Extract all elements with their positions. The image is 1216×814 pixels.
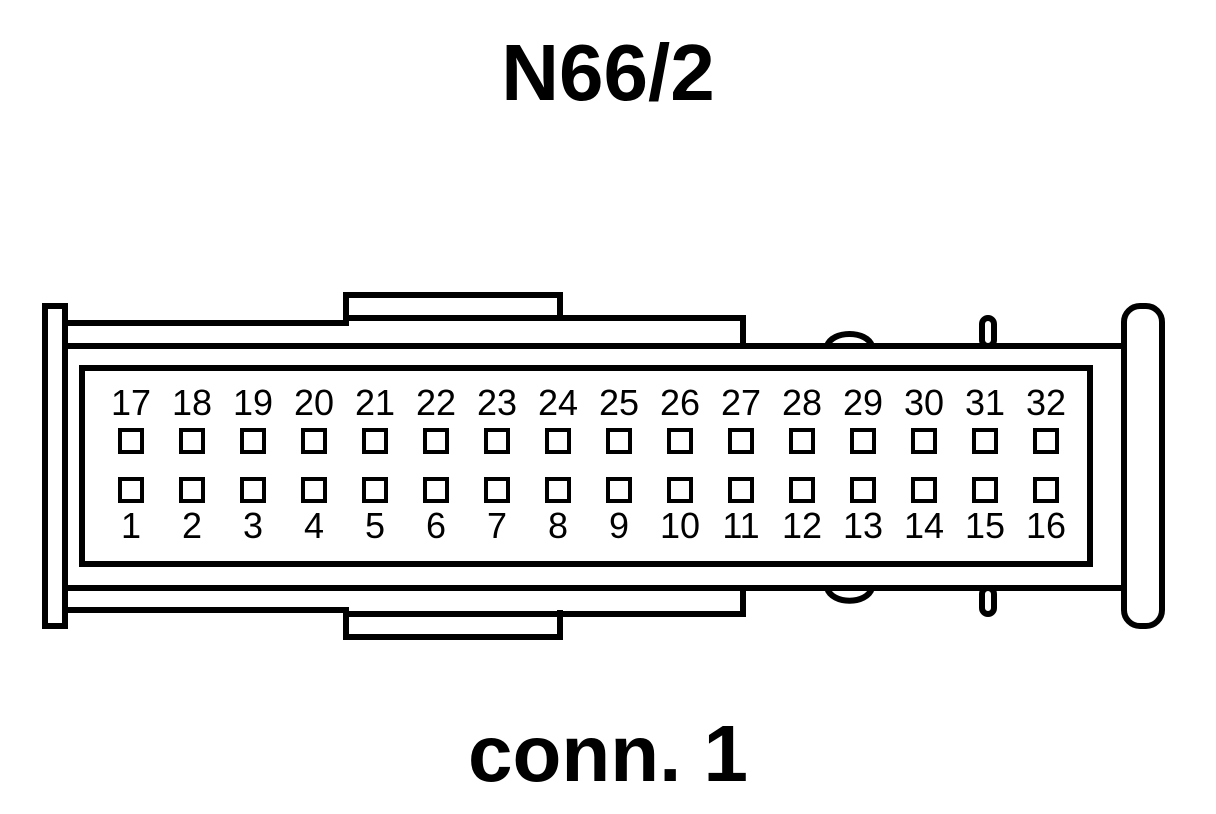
pin-socket-19 [240,428,266,454]
pin-socket-6 [423,477,449,503]
pin-label-15: 15 [965,505,1005,546]
pin-label-12: 12 [782,505,822,546]
upper-locating-rib [979,315,997,349]
pin-socket-11 [728,477,754,503]
pin-label-20: 20 [294,382,334,423]
pin-socket-25 [606,428,632,454]
pin-socket-20 [301,428,327,454]
pin-label-3: 3 [243,505,263,546]
pin-socket-16 [1033,477,1059,503]
pin-label-31: 31 [965,382,1005,423]
pin-socket-8 [545,477,571,503]
pin-socket-13 [850,477,876,503]
pin-label-28: 28 [782,382,822,423]
pin-socket-15 [972,477,998,503]
pin-label-16: 16 [1026,505,1066,546]
pin-label-17: 17 [111,382,151,423]
pin-label-29: 29 [843,382,883,423]
pin-label-1: 1 [121,505,141,546]
pin-field-frame [79,365,1093,567]
pin-socket-10 [667,477,693,503]
top-latch-tab [343,292,563,323]
lower-clip-bump [824,586,875,604]
pin-socket-18 [179,428,205,454]
pin-socket-1 [118,477,144,503]
pin-label-21: 21 [355,382,395,423]
pin-label-4: 4 [304,505,324,546]
pin-socket-2 [179,477,205,503]
pin-socket-23 [484,428,510,454]
upper-shell-outline [65,315,746,346]
lower-shell-outline [65,588,746,617]
pin-label-8: 8 [548,505,568,546]
pin-label-14: 14 [904,505,944,546]
pin-socket-4 [301,477,327,503]
bottom-latch-tab [343,610,563,640]
connector-caption: conn. 1 [467,709,749,798]
pin-label-5: 5 [365,505,385,546]
pin-label-27: 27 [721,382,761,423]
pin-socket-5 [362,477,388,503]
right-end-cap [1121,303,1165,629]
pin-label-22: 22 [416,382,456,423]
pin-socket-31 [972,428,998,454]
pin-socket-17 [118,428,144,454]
pin-label-18: 18 [172,382,212,423]
pin-socket-7 [484,477,510,503]
pin-socket-29 [850,428,876,454]
pin-socket-22 [423,428,449,454]
pin-socket-24 [545,428,571,454]
pin-label-10: 10 [660,505,700,546]
pin-label-26: 26 [660,382,700,423]
pin-socket-32 [1033,428,1059,454]
pin-label-30: 30 [904,382,944,423]
pin-label-25: 25 [599,382,639,423]
connector-title: N66/2 [501,28,715,117]
pin-socket-28 [789,428,815,454]
upper-clip-bump [824,331,875,348]
pin-label-7: 7 [487,505,507,546]
pin-label-6: 6 [426,505,446,546]
pin-socket-26 [667,428,693,454]
pin-label-13: 13 [843,505,883,546]
pin-socket-3 [240,477,266,503]
pin-label-19: 19 [233,382,273,423]
pin-socket-9 [606,477,632,503]
lower-locating-rib [979,585,997,617]
pin-socket-21 [362,428,388,454]
pin-socket-14 [911,477,937,503]
pin-socket-30 [911,428,937,454]
pin-label-2: 2 [182,505,202,546]
pin-label-11: 11 [722,505,759,546]
left-flange [42,303,68,629]
pin-label-32: 32 [1026,382,1066,423]
pin-label-24: 24 [538,382,578,423]
pin-label-23: 23 [477,382,517,423]
pin-label-9: 9 [609,505,629,546]
pin-socket-12 [789,477,815,503]
pin-socket-27 [728,428,754,454]
